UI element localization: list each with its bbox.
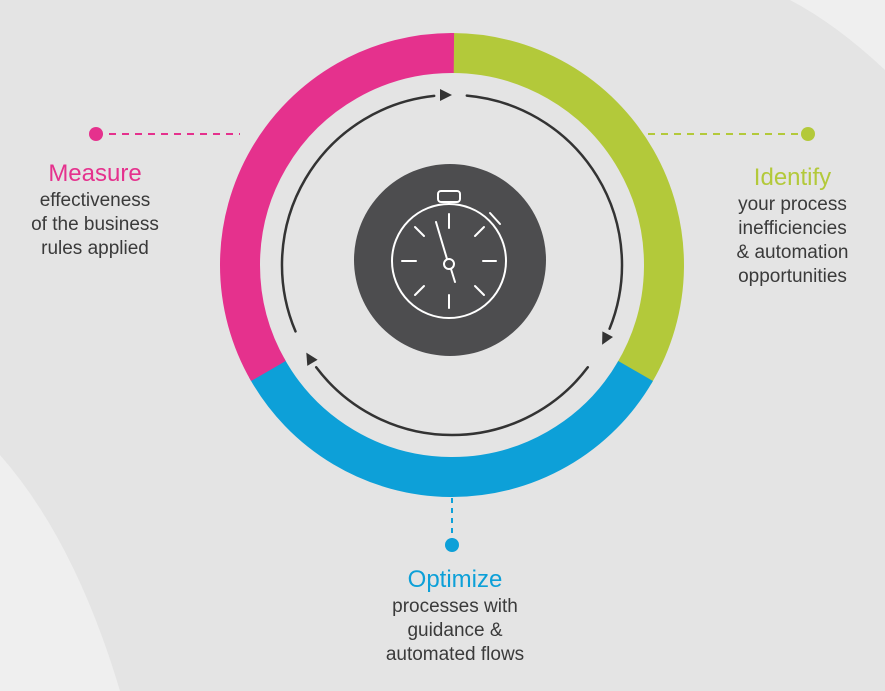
stage-title-optimize: Optimize bbox=[407, 566, 503, 593]
description-line: & automation bbox=[736, 242, 849, 263]
identify-dot bbox=[801, 127, 815, 141]
ring-segment-measure bbox=[220, 32, 455, 381]
description-line: processes with bbox=[392, 596, 518, 617]
cycle-arrows bbox=[280, 94, 624, 437]
stage-description-measure: effectiveness of the business rules appl… bbox=[0, 189, 190, 261]
background-light-curve bbox=[0, 455, 120, 691]
ring-segment-identify bbox=[449, 32, 684, 385]
description-line: inefficiencies bbox=[738, 218, 847, 239]
cycle-arrow-bottom bbox=[314, 366, 590, 437]
cycle-arrow-left bbox=[280, 94, 436, 333]
arrowhead-right bbox=[602, 331, 613, 345]
stage-title-identify: Identify bbox=[753, 164, 832, 191]
description-line: guidance & bbox=[407, 620, 503, 641]
description-line: rules applied bbox=[41, 238, 149, 259]
measure-dot bbox=[89, 127, 103, 141]
description-line: of the business bbox=[31, 214, 159, 235]
description-line: effectiveness bbox=[39, 190, 151, 211]
arrowhead-top bbox=[440, 89, 452, 101]
ring-segment-optimize bbox=[249, 357, 653, 497]
stage-optimize: Optimize processes with guidance & autom… bbox=[335, 566, 575, 667]
stage-description-identify: your process inefficiencies & automation… bbox=[690, 193, 885, 289]
description-line: opportunities bbox=[738, 266, 847, 287]
cycle-arrow-right bbox=[465, 94, 624, 330]
optimize-dot bbox=[445, 538, 459, 552]
cycle-arrowheads bbox=[306, 89, 613, 366]
description-line: your process bbox=[738, 194, 847, 215]
stopwatch-icon bbox=[391, 190, 507, 319]
background-light-swoosh bbox=[790, 0, 885, 70]
arrowhead-left bbox=[306, 352, 318, 366]
stage-description-optimize: processes with guidance & automated flow… bbox=[335, 595, 575, 667]
stage-measure: Measure effectiveness of the business ru… bbox=[0, 160, 190, 261]
stage-title-measure: Measure bbox=[48, 160, 142, 187]
outer-ring bbox=[220, 32, 684, 497]
stage-identify: Identify your process inefficiencies & a… bbox=[690, 164, 885, 289]
description-line: automated flows bbox=[385, 644, 525, 665]
